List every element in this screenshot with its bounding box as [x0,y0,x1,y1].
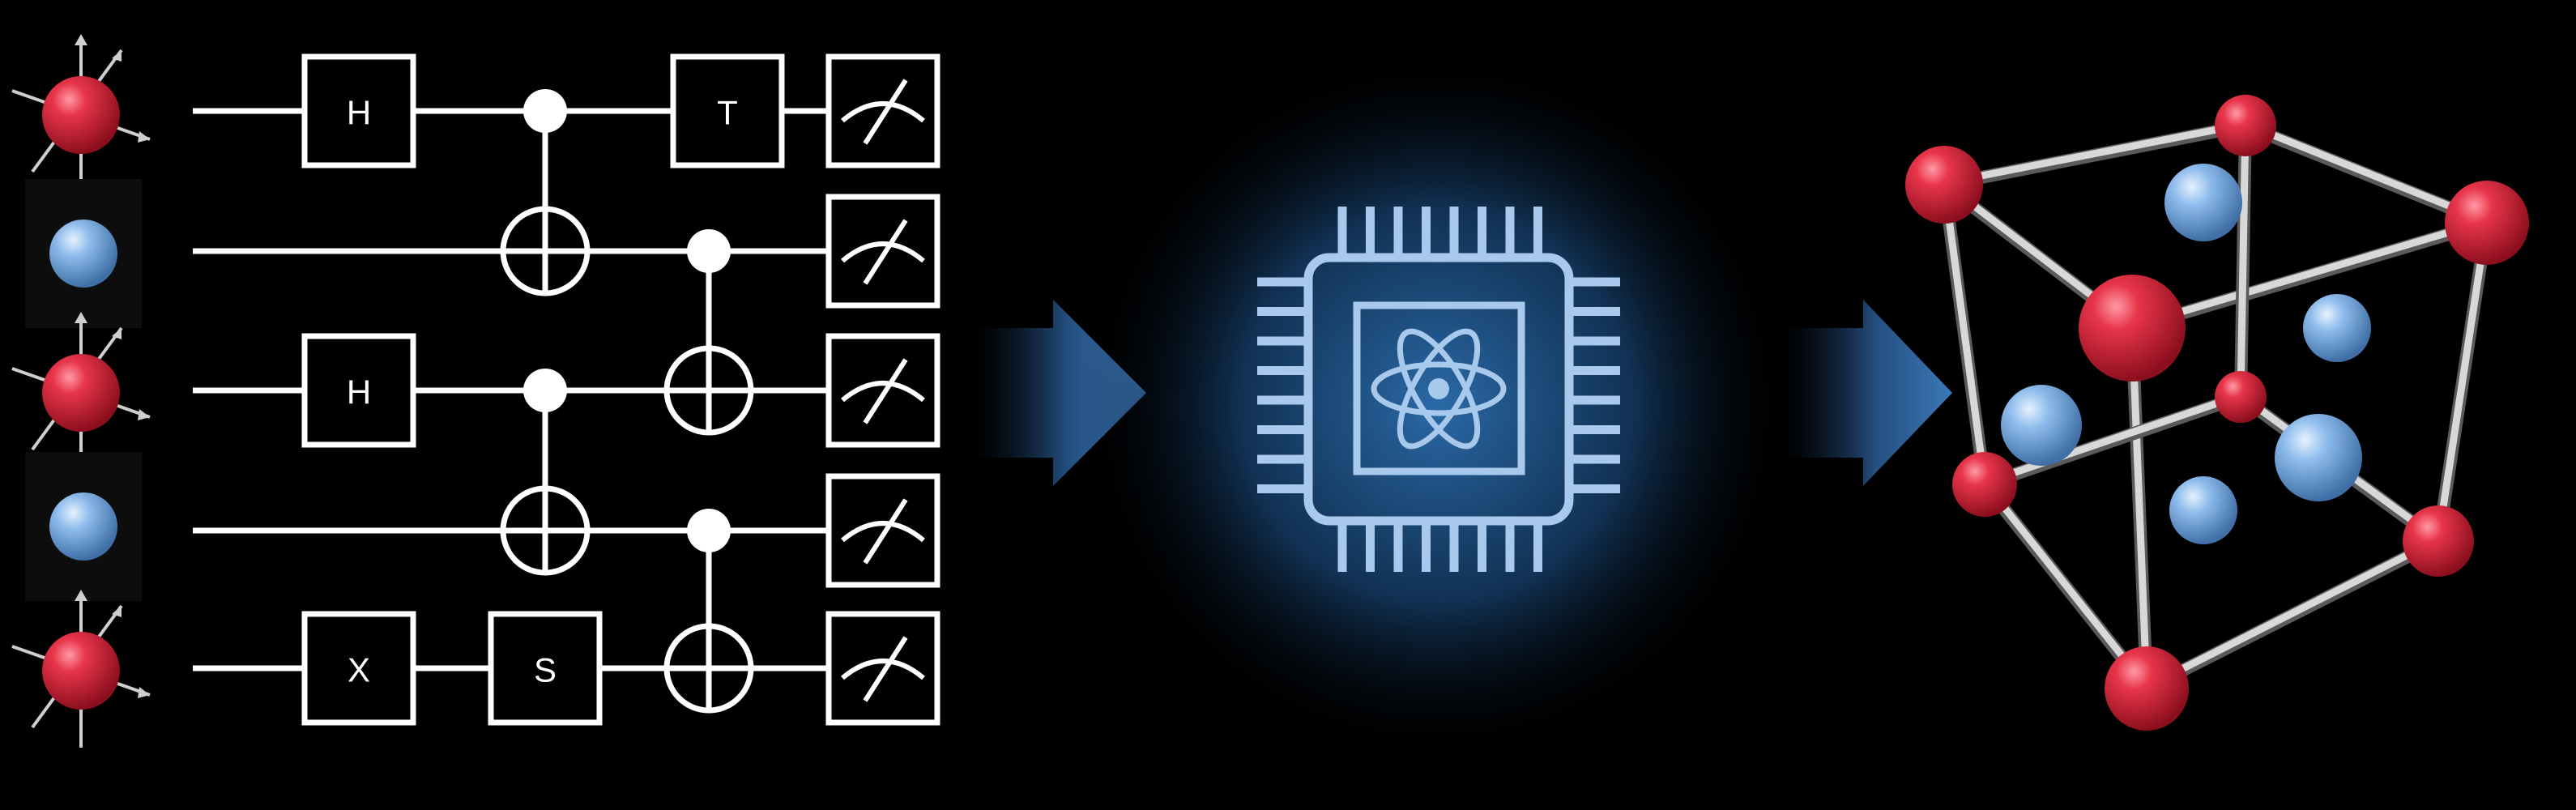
meter-icon [825,194,940,309]
quantum-processor [1081,49,1793,761]
spin-qubit-icon [11,590,151,748]
interior-atom-blue [2001,385,2082,466]
crystal-lattice-icon [1905,95,2529,731]
gate-label: H [347,373,371,411]
cnot-gate [663,229,754,436]
control-dot [523,369,567,412]
gate-h: H [301,53,416,168]
quantum-chip-icon [1257,207,1620,572]
meter-icon [825,473,940,588]
corner-atom-red [2105,646,2189,731]
meter-icon [825,333,940,448]
meter-icon [825,53,940,168]
gate-t: T [670,53,785,168]
corner-atom-red [2403,505,2474,577]
gate-h: H [301,333,416,448]
corner-atom-red [1905,146,1983,224]
quantum-circuit: H T H X S [11,34,940,748]
cnot-gate [500,369,591,576]
cnot-gate [500,89,591,296]
gate-label: S [534,651,557,689]
control-dot [687,229,731,273]
cnot-gate [663,509,754,714]
corner-atom-red [2215,371,2267,423]
corner-atom-red [1952,452,2017,517]
qubit-sphere-icon [25,179,142,328]
corner-atom-red [2215,95,2276,156]
arrow-right-icon [1782,300,1952,486]
gate-s: S [488,611,603,726]
spin-qubit-icon [11,34,151,192]
gate-label: X [348,651,370,689]
atom-icon [1371,328,1507,450]
corner-atom-red [2079,275,2186,382]
interior-atom-blue [2303,294,2371,362]
interior-atom-blue [2164,164,2242,241]
arrow-right-icon [972,300,1146,486]
qubit-sphere-icon [25,452,142,601]
gate-label: H [347,94,371,132]
gate-x: X [301,611,416,726]
control-dot [687,509,731,552]
measurements [825,53,940,726]
control-dot [523,89,567,133]
qubit-icons [11,34,151,748]
corner-atom-red [2445,181,2529,265]
lattice-atoms [1905,95,2529,731]
single-qubit-gates: H T H X S [301,53,785,726]
gate-label: T [717,94,738,132]
interior-atom-blue [2169,476,2237,544]
spin-qubit-icon [11,312,151,470]
interior-atom-blue [2275,414,2362,501]
meter-icon [825,611,940,726]
cnot-gates [500,89,754,714]
